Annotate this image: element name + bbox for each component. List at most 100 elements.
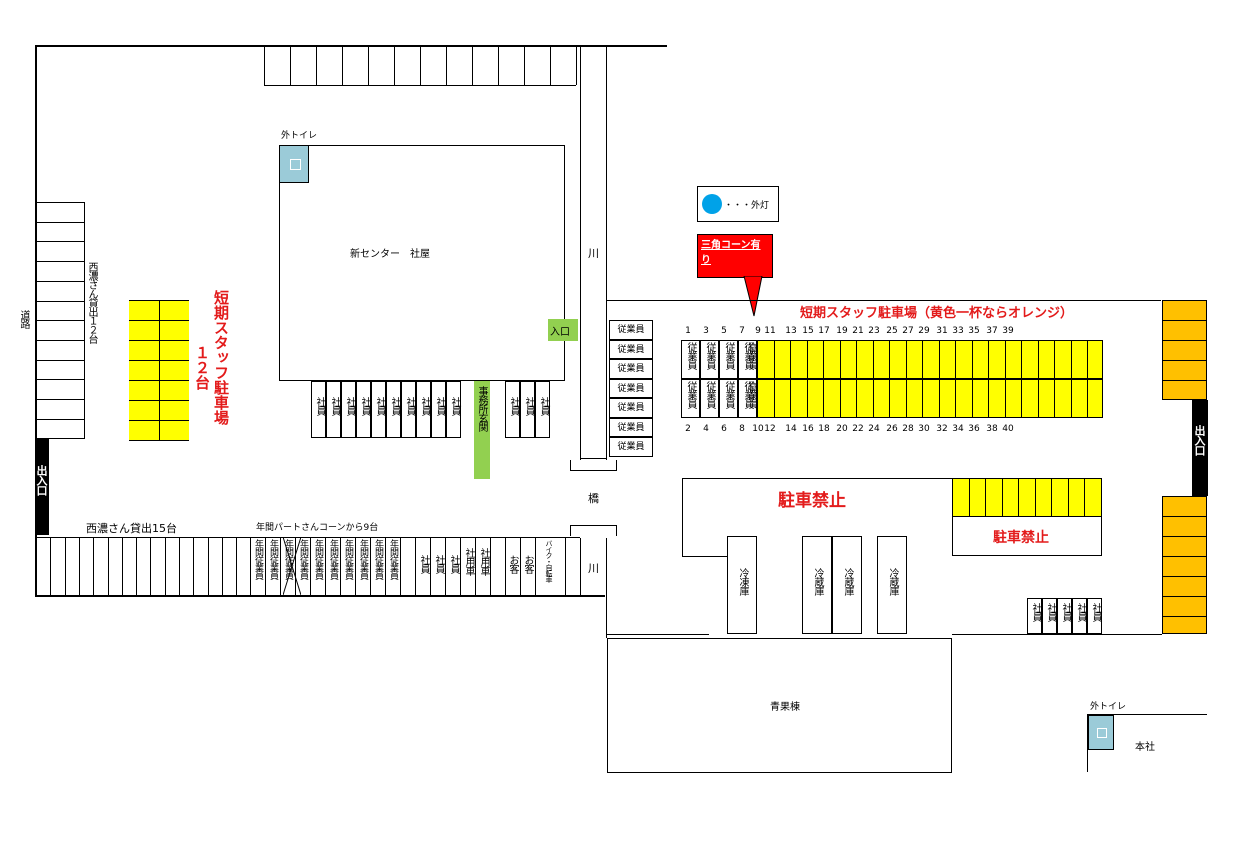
exit-entrance-right-bar — [1192, 400, 1208, 496]
yellow-stall-line — [159, 300, 160, 440]
bridge-bracket-bottom — [570, 525, 617, 536]
top-parking-strip — [264, 45, 576, 86]
orange-stall-line — [1162, 536, 1207, 537]
yellow-stall-line — [773, 379, 775, 418]
company-parking-stall — [535, 381, 550, 438]
stall-number: 38 — [986, 424, 998, 434]
yellow-stall-row — [757, 379, 1103, 418]
company-stall-label: 社員 — [314, 397, 325, 415]
orange-stall-line — [1162, 340, 1207, 341]
yellow-stall-line — [1067, 478, 1069, 516]
parking-stall-divider — [385, 537, 386, 595]
stall-number: 10 — [752, 424, 764, 434]
no-parking-left — [682, 478, 683, 556]
parking-stall-divider — [93, 537, 95, 595]
employee-stall — [738, 340, 757, 379]
customer-label: お客 — [522, 555, 533, 573]
parking-stall-divider — [36, 537, 37, 595]
stall-number: 29 — [918, 326, 930, 336]
short-staff-left-count: １２台 — [193, 345, 211, 390]
bridge-label: 橋 — [588, 492, 599, 505]
company-parking-stall — [1057, 598, 1072, 634]
yellow-stall-line — [889, 379, 890, 418]
parking-stall-divider — [250, 537, 251, 595]
parking-stall-divider — [535, 537, 536, 595]
bridge-bracket-top — [570, 460, 617, 471]
employee-stall: 従業員 — [609, 398, 653, 418]
yellow-stall-line — [905, 340, 907, 379]
parking-stall-divider — [460, 537, 461, 595]
parking-stall-divider — [550, 45, 551, 85]
stall-number: 18 — [818, 424, 830, 434]
no-parking-top — [682, 478, 952, 479]
company-stall-label: 社員 — [404, 397, 415, 415]
stall-number: 2 — [685, 424, 691, 434]
company-stall-label: 社員 — [448, 555, 459, 573]
parking-stall-divider — [295, 537, 296, 595]
employee-stall — [681, 379, 700, 418]
company-parking-stall — [356, 381, 371, 438]
parking-stall-divider — [415, 537, 416, 595]
employee-label: 従業員 — [723, 381, 734, 408]
nishino-15-label: 西濃さん貸出15台 — [86, 522, 177, 535]
parking-stall-divider — [264, 45, 265, 85]
employee-stall — [700, 340, 719, 379]
employee-stall: 従業員 — [609, 320, 653, 340]
yellow-stall-line — [1034, 478, 1036, 516]
parking-stall-divider — [310, 537, 311, 595]
orange-stall-line — [1162, 380, 1207, 381]
company-stall-label: 社員 — [538, 397, 549, 415]
bike-label: バイク・自転車 — [545, 540, 553, 582]
annual-employee-label: 年間従業員 — [373, 539, 383, 579]
stall-number: 36 — [968, 424, 980, 434]
stall-number: 4 — [703, 424, 709, 434]
yellow-stall-line — [1084, 478, 1085, 516]
employee-label: 従業員 — [685, 381, 696, 408]
parking-stall-divider — [472, 45, 473, 85]
yellow-stall-line — [856, 340, 857, 379]
company-parking-stall — [1072, 598, 1087, 634]
yellow-stall-line — [872, 340, 874, 379]
parking-stall-divider — [36, 202, 84, 203]
parking-stall-divider — [36, 339, 84, 341]
yellow-stall-line — [773, 340, 775, 379]
company-stall-label: 社員 — [1030, 603, 1041, 621]
parking-stall-divider — [221, 537, 223, 595]
stall-number: 24 — [868, 424, 880, 434]
outdoor-toilet-label-1: 外トイレ — [281, 131, 318, 141]
yellow-stall-line — [905, 379, 907, 418]
parking-stall-divider — [565, 537, 566, 595]
nishino-15-stalls — [36, 537, 250, 596]
company-parking-stall — [386, 381, 401, 438]
yellow-stall-line — [806, 340, 808, 379]
company-parking-stall — [371, 381, 386, 438]
company-stall-label: 社員 — [449, 397, 460, 415]
parking-stall-divider — [370, 537, 371, 595]
orange-stall-line — [1162, 596, 1207, 597]
parking-stall-divider — [36, 399, 84, 400]
customer-label: お客 — [507, 555, 518, 573]
entrance-label: 入口 — [550, 327, 570, 338]
stall-number: 8 — [739, 424, 745, 434]
company-car-label: 社用車 — [463, 548, 474, 575]
parking-stall-divider — [164, 537, 166, 595]
toilet-icon — [1088, 715, 1114, 750]
parking-stall-divider — [36, 241, 84, 243]
company-parking-stall — [505, 381, 520, 438]
parking-stall-divider — [36, 320, 84, 322]
river-left-bank — [580, 45, 581, 460]
company-stall-label: 社員 — [329, 397, 340, 415]
employee-stall — [719, 340, 738, 379]
stall-number: 9 — [755, 326, 761, 336]
river2-right — [606, 538, 607, 638]
yellow-stall-line — [129, 440, 189, 441]
lot-bottom-1 — [606, 634, 709, 635]
annual-part-label: 年間パートさんコーンから9台 — [256, 523, 379, 533]
parking-stall-divider — [325, 537, 326, 595]
parking-stall-divider — [78, 537, 80, 595]
fridge-box-2 — [832, 536, 862, 634]
stall-number: 40 — [1002, 424, 1014, 434]
yellow-stall-line — [985, 478, 986, 516]
orange-zone-bottom — [1162, 496, 1207, 634]
parking-stall-divider — [340, 537, 341, 595]
